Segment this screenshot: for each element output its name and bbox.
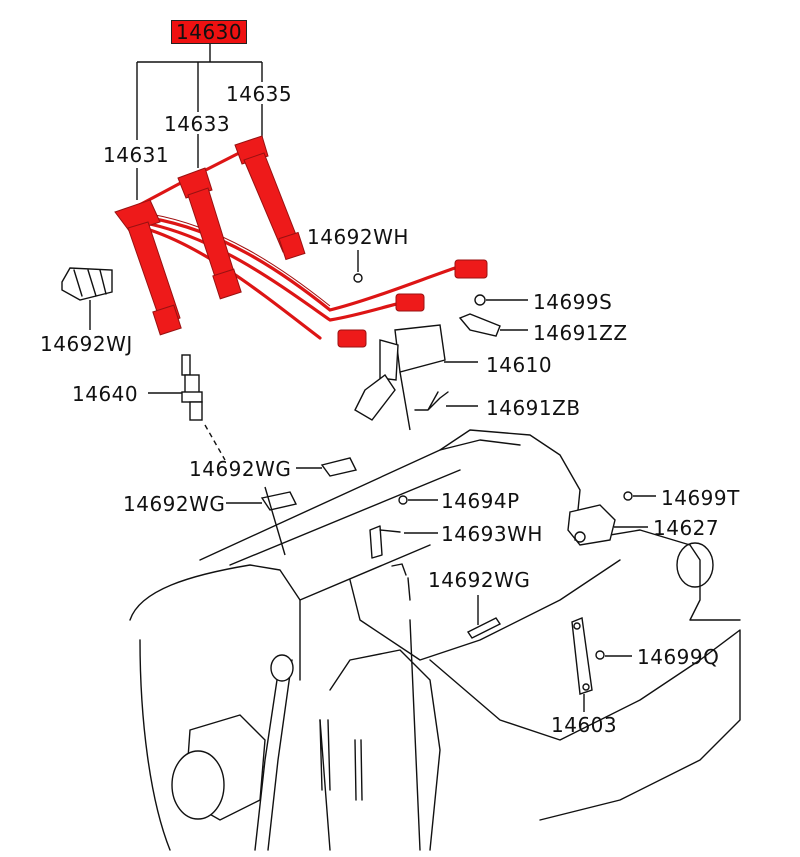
callout-14691ZZ[interactable]: 14691ZZ — [533, 321, 628, 345]
callout-14603[interactable]: 14603 — [551, 713, 618, 737]
callout-14630[interactable]: 14630 — [171, 20, 248, 44]
spark-plug-part — [148, 354, 226, 461]
callout-14699Q[interactable]: 14699Q — [637, 645, 720, 669]
callout-14691ZB[interactable]: 14691ZB — [486, 396, 581, 420]
callout-14692WG-right[interactable]: 14692WG — [428, 568, 531, 592]
callout-14610[interactable]: 14610 — [486, 353, 553, 377]
spark-plug-cable-set — [114, 135, 488, 348]
small-parts-upper — [353, 250, 528, 431]
callout-14692WJ[interactable]: 14692WJ — [40, 332, 133, 356]
callout-14640[interactable]: 14640 — [72, 382, 139, 406]
engine-block-outline — [129, 429, 741, 851]
callout-14635[interactable]: 14635 — [226, 82, 293, 106]
callout-14699S[interactable]: 14699S — [533, 290, 613, 314]
callout-14633[interactable]: 14633 — [164, 112, 231, 136]
callout-14693WH[interactable]: 14693WH — [441, 522, 543, 546]
callout-14692WG-upper[interactable]: 14692WG — [189, 457, 292, 481]
callout-14699T[interactable]: 14699T — [661, 486, 740, 510]
callout-14694P[interactable]: 14694P — [441, 489, 520, 513]
callout-14627[interactable]: 14627 — [653, 516, 720, 540]
callout-14692WH[interactable]: 14692WH — [307, 225, 409, 249]
callout-bracket-14630 — [136, 42, 263, 200]
callout-14631[interactable]: 14631 — [103, 143, 170, 167]
cable-holder-part — [61, 267, 113, 330]
callout-14692WG-lower[interactable]: 14692WG — [123, 492, 226, 516]
